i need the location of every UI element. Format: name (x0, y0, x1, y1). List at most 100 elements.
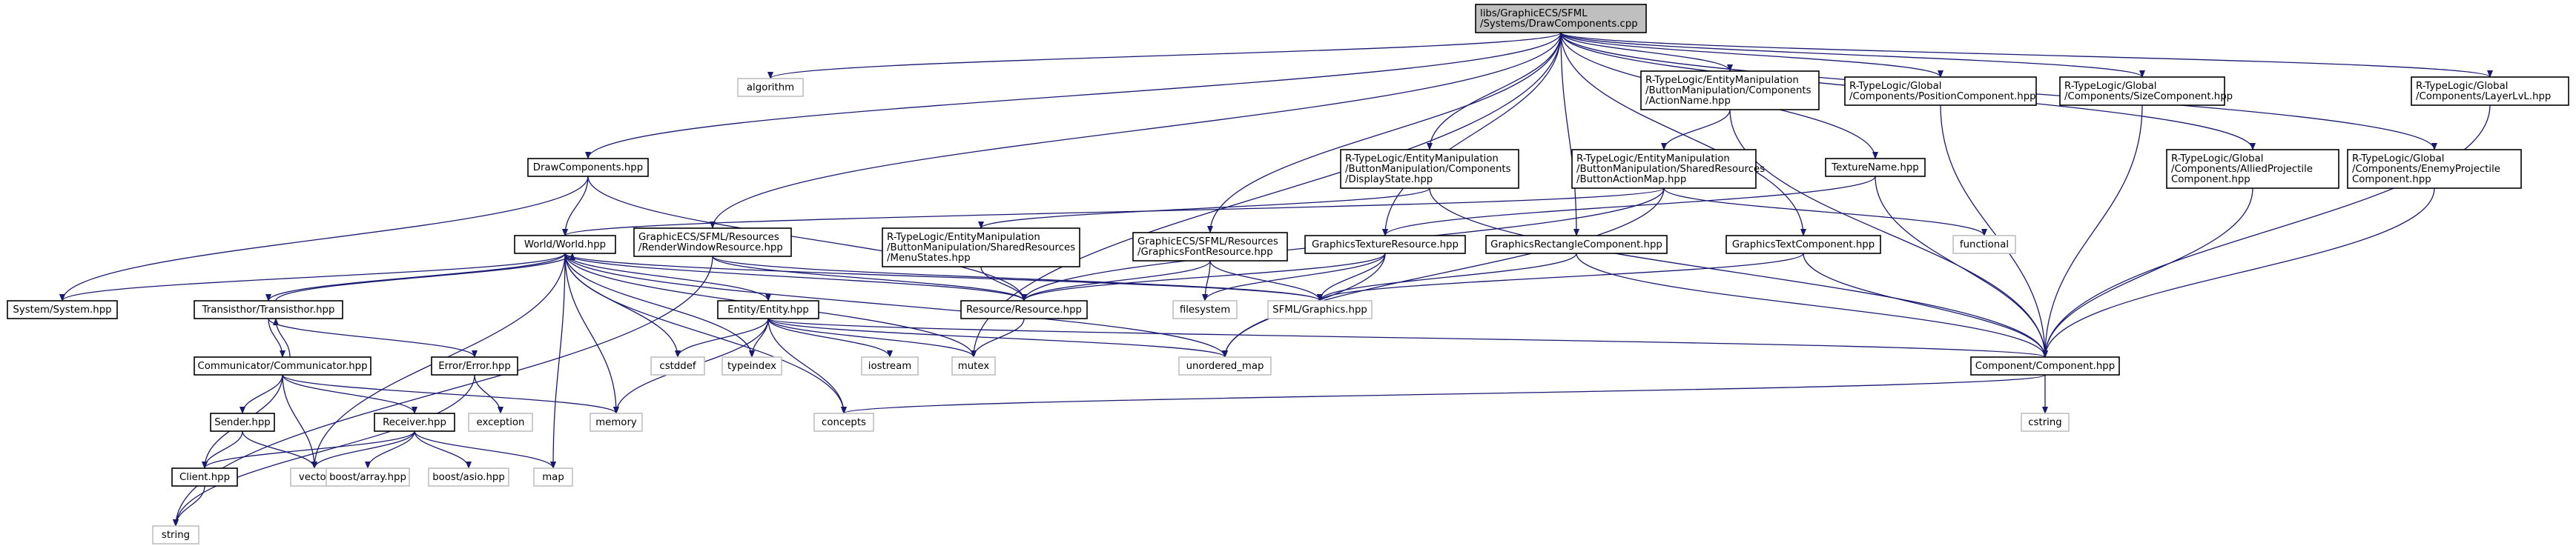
node-boostasio: boost/asio.hpp (428, 467, 509, 487)
node-box-boostarray (326, 467, 410, 487)
node-sizecomp[interactable]: R-TypeLogic/Global/Components/SizeCompon… (2059, 76, 2233, 106)
node-box-map (533, 467, 573, 487)
edge-error-to-exception (474, 374, 503, 414)
node-graphicstexture[interactable]: GraphicsTextureResource.hpp (1304, 235, 1466, 254)
edge-component-to-concepts (841, 374, 2046, 414)
edge-error-to-string (173, 374, 475, 527)
nodes-layer: libs/GraphicECS/SFML/Systems/DrawCompone… (7, 4, 2569, 545)
node-menustates[interactable]: R-TypeLogic/EntityManipulation/ButtonMan… (882, 227, 1080, 267)
node-box-error (431, 356, 518, 376)
node-entity[interactable]: Entity/Entity.hpp (717, 300, 819, 319)
node-label-error-0: Error/Error.hpp (438, 361, 511, 372)
edge-world-to-memory (564, 253, 619, 414)
node-positioncomp[interactable]: R-TypeLogic/Global/Components/PositionCo… (1844, 76, 2037, 106)
edge-entity-to-unorderedmap (767, 318, 1228, 358)
node-component[interactable]: Component/Component.hpp (1970, 356, 2120, 376)
node-box-boostasio (428, 467, 509, 487)
node-actionname[interactable]: R-TypeLogic/EntityManipulation/ButtonMan… (1640, 70, 1820, 110)
node-box-exception (468, 413, 533, 432)
node-drawhpp[interactable]: DrawComponents.hpp (527, 158, 649, 177)
node-graphicsrect[interactable]: GraphicsRectangleComponent.hpp (1485, 235, 1668, 254)
node-label-iostream-0: iostream (868, 361, 911, 372)
node-label-layerlvl-0: R-TypeLogic/Global (2416, 81, 2508, 92)
edge-communicator-to-memory (282, 374, 619, 414)
node-label-alliedproj-1: /Components/AlliedProjectile (2171, 164, 2313, 175)
node-box-mutex (951, 356, 996, 376)
edge-receiver-to-vector (311, 430, 415, 469)
node-label-boostasio-0: boost/asio.hpp (432, 472, 505, 483)
node-world[interactable]: World/World.hpp (514, 235, 616, 254)
node-box-sender (210, 413, 275, 432)
node-concepts: concepts (813, 413, 874, 432)
node-box-system (7, 300, 118, 319)
node-error[interactable]: Error/Error.hpp (431, 356, 518, 376)
node-renderwin[interactable]: GraphicECS/SFML/Resources/RenderWindowRe… (633, 227, 792, 257)
node-enemyproj[interactable]: R-TypeLogic/Global/Components/EnemyProje… (2347, 149, 2522, 189)
node-transisthor[interactable]: Transisthor/Transisthor.hpp (194, 300, 343, 319)
node-sender[interactable]: Sender.hpp (210, 413, 275, 432)
node-alliedproj[interactable]: R-TypeLogic/Global/Components/AlliedProj… (2166, 149, 2339, 189)
node-label-concepts-0: concepts (822, 417, 866, 428)
node-label-memory-0: memory (595, 417, 637, 428)
edge-receiver-to-boostarray (365, 430, 415, 469)
node-layerlvl[interactable]: R-TypeLogic/Global/Components/LayerLvL.h… (2411, 76, 2569, 106)
node-label-root-1: /Systems/DrawComponents.cpp (1480, 19, 1638, 30)
edge-root-to-sizecomp (1560, 32, 2145, 78)
node-resource[interactable]: Resource/Resource.hpp (960, 300, 1088, 319)
edge-world-to-typeindex (564, 253, 755, 358)
node-label-graphicsfont-0: GraphicECS/SFML/Resources (1137, 236, 1278, 247)
edge-communicator-to-sender (240, 374, 283, 414)
node-graphicstext[interactable]: GraphicsTextComponent.hpp (1725, 235, 1881, 254)
node-communicator[interactable]: Communicator/Communicator.hpp (194, 356, 371, 376)
node-label-client-0: Client.hpp (179, 472, 230, 483)
node-box-layerlvl (2411, 76, 2569, 106)
edge-graphicsfont-to-resource (1021, 260, 1211, 302)
node-boostarray: boost/array.hpp (326, 467, 410, 487)
node-label-sender-0: Sender.hpp (214, 417, 270, 428)
node-box-alliedproj (2166, 149, 2339, 189)
node-receiver[interactable]: Receiver.hpp (374, 413, 455, 432)
node-box-renderwin (633, 227, 792, 257)
edge-transisthor-to-communicator (268, 318, 285, 358)
edge-root-to-renderwin (710, 32, 1562, 229)
edge-root-to-mutex (971, 32, 1562, 358)
node-box-graphicsrect (1485, 235, 1668, 254)
edge-receiver-to-boostasio (414, 430, 472, 469)
node-box-graphicstexture (1304, 235, 1466, 254)
node-box-cstddef (650, 356, 705, 376)
node-label-resource-0: Resource/Resource.hpp (966, 304, 1082, 316)
edge-communicator-to-receiver (282, 374, 417, 414)
node-box-unorderedmap (1178, 356, 1272, 376)
node-box-cstring (2021, 413, 2070, 432)
edge-positioncomp-to-component (1940, 104, 2048, 358)
edge-graphicsfont-to-sfmlgraphics (1209, 260, 1323, 302)
node-graphicsfont[interactable]: GraphicECS/SFML/Resources/GraphicsFontRe… (1132, 232, 1288, 262)
edge-client-to-string (173, 485, 205, 527)
node-buttonactionmap[interactable]: R-TypeLogic/EntityManipulation/ButtonMan… (1571, 149, 1765, 189)
node-box-iostream (861, 356, 919, 376)
node-client[interactable]: Client.hpp (171, 467, 238, 487)
edge-entity-to-component (767, 318, 2048, 358)
node-box-filesystem (1172, 300, 1238, 319)
node-displaystate[interactable]: R-TypeLogic/EntityManipulation/ButtonMan… (1340, 149, 1519, 189)
edge-root-to-actionname (1560, 32, 1733, 72)
node-label-system-0: System/System.hpp (13, 304, 111, 316)
node-cstddef: cstddef (650, 356, 705, 376)
edge-receiver-to-map (414, 430, 556, 469)
edge-root-to-positioncomp (1560, 32, 1943, 78)
node-label-functional-0: functional (1960, 239, 2009, 250)
node-texturename[interactable]: TextureName.hpp (1825, 158, 1926, 177)
node-root[interactable]: libs/GraphicECS/SFML/Systems/DrawCompone… (1475, 4, 1647, 33)
node-box-resource (960, 300, 1088, 319)
edge-texturename-to-graphicstexture (1382, 176, 1876, 236)
node-system[interactable]: System/System.hpp (7, 300, 118, 319)
node-label-typeindex-0: typeindex (727, 361, 776, 372)
node-box-string (152, 525, 199, 545)
edge-world-to-system (59, 253, 566, 302)
node-label-string-0: string (162, 530, 190, 541)
node-label-graphicstext-0: GraphicsTextComponent.hpp (1732, 239, 1875, 250)
edge-root-to-graphicstext (1560, 32, 1806, 236)
edge-enemyproj-to-component (2042, 187, 2435, 358)
node-label-graphicstexture-0: GraphicsTextureResource.hpp (1312, 239, 1459, 250)
